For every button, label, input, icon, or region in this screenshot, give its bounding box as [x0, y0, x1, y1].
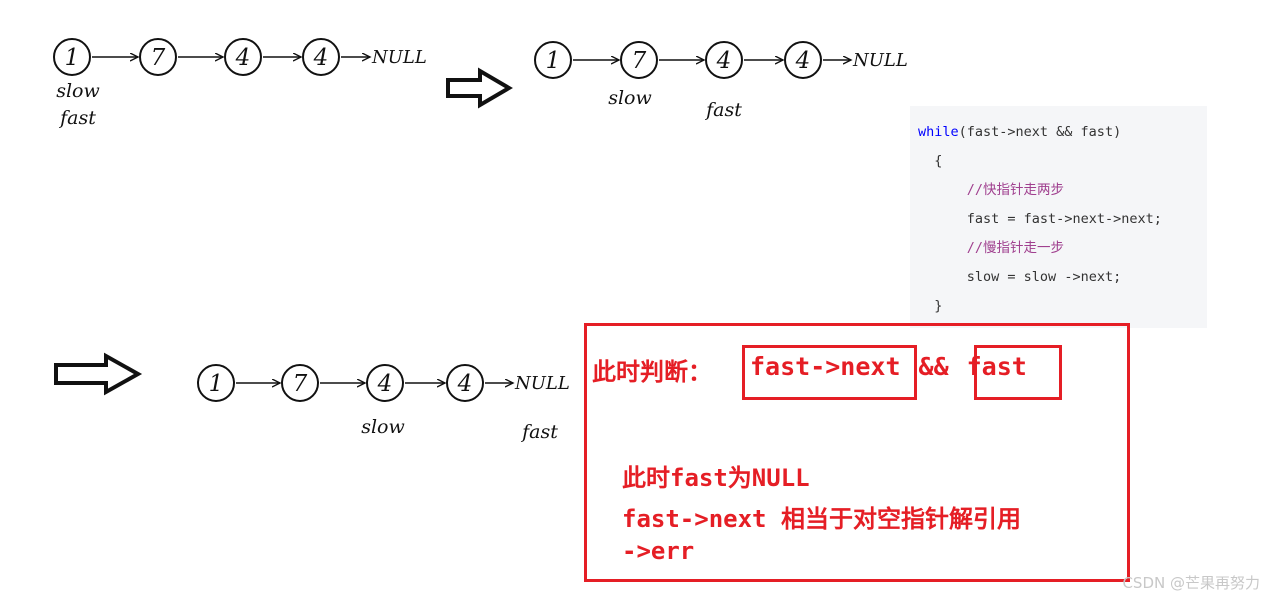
- list-node: [534, 41, 572, 79]
- list-node: [705, 41, 743, 79]
- highlight-fast: [974, 345, 1062, 400]
- condition-expression: fast->next&&fast: [750, 352, 1027, 381]
- list-diagram: 1 7 4 4 NULL slow fast: [53, 38, 427, 129]
- list-node: [224, 38, 262, 76]
- list-node: [446, 364, 484, 402]
- list-node: [53, 38, 91, 76]
- null-label: NULL: [852, 50, 908, 71]
- node-value: 4: [313, 45, 329, 71]
- node-value: 1: [209, 371, 224, 397]
- code-comment: //快指针走两步: [966, 182, 1065, 198]
- list-node: [139, 38, 177, 76]
- annotation-box: [584, 323, 1130, 582]
- code-snippet: while(fast->next && fast) { //快指针走两步 fas…: [910, 106, 1207, 328]
- node-value: 4: [716, 48, 732, 74]
- null-label: NULL: [371, 47, 427, 68]
- list-node: [784, 41, 822, 79]
- code-comment: //慢指针走一步: [966, 240, 1065, 256]
- slow-pointer-label: slow: [361, 416, 405, 438]
- list-diagram: 1 7 4 4 NULL slow fast: [534, 41, 908, 121]
- node-value: 4: [235, 45, 251, 71]
- list-node: [197, 364, 235, 402]
- code-line: while(fast->next && fast): [918, 124, 1122, 140]
- list-node: [281, 364, 319, 402]
- code-line: fast = fast->next->next;: [966, 211, 1162, 227]
- note-line: fast->next 相当于对空指针解引用: [622, 505, 1021, 533]
- node-value: 7: [293, 371, 308, 397]
- node-value: 7: [632, 48, 647, 74]
- list-node: [302, 38, 340, 76]
- node-value: 4: [377, 371, 393, 397]
- annotation-title: 此时判断：: [592, 358, 712, 386]
- note-line: ->err: [622, 537, 695, 565]
- node-value: 4: [457, 371, 473, 397]
- node-value: 4: [795, 48, 811, 74]
- note-line: 此时fast为NULL: [622, 464, 810, 492]
- list-node: [366, 364, 404, 402]
- highlight-fast-next: [742, 345, 917, 400]
- code-line: }: [934, 298, 943, 314]
- list-diagram: 1 7 4 4 NULL slow fast: [197, 364, 570, 443]
- slow-pointer-label: slow: [56, 80, 100, 102]
- fast-pointer-label: fast: [520, 421, 558, 443]
- next-step-arrow-icon: [446, 67, 513, 109]
- node-value: 1: [65, 45, 80, 71]
- watermark: CSDN @芒果再努力: [1122, 574, 1260, 592]
- node-value: 1: [546, 48, 561, 74]
- fast-pointer-label: fast: [58, 107, 96, 129]
- next-step-arrow-icon: [54, 352, 143, 396]
- list-node: [620, 41, 658, 79]
- node-value: 7: [151, 45, 166, 71]
- code-line: slow = slow ->next;: [966, 269, 1122, 285]
- fast-pointer-label: fast: [704, 99, 742, 121]
- null-label: NULL: [514, 373, 570, 394]
- code-line: {: [934, 153, 943, 169]
- slow-pointer-label: slow: [608, 87, 652, 109]
